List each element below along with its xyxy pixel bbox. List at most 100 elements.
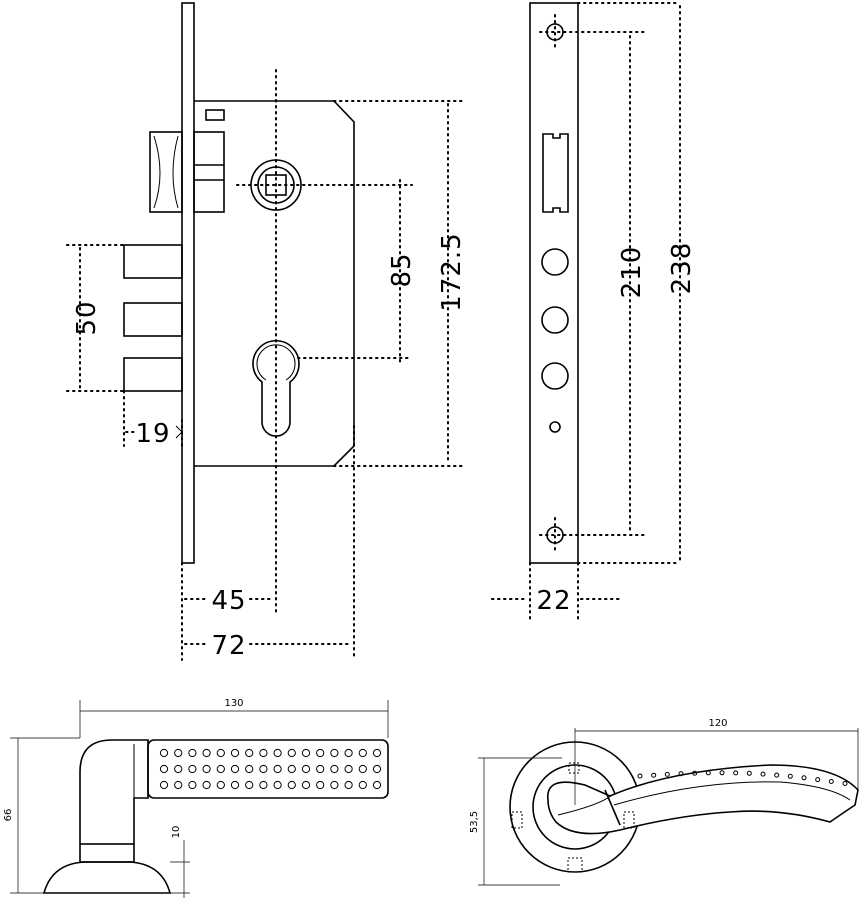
grip-dot [273, 780, 282, 790]
lock-case [194, 100, 355, 467]
grip-dot [188, 780, 197, 790]
grip-dot [273, 764, 282, 774]
grip-dot [344, 748, 353, 758]
grip-dot [372, 748, 382, 758]
grip-dot [230, 764, 240, 774]
lever-dot [692, 770, 698, 776]
dim-keyhole-spacing: 85 [387, 252, 417, 287]
lock-faceplate [181, 2, 195, 564]
dim-bolt-spacing: 50 [72, 300, 102, 335]
grip-dot [202, 764, 211, 774]
grip-dot [188, 748, 197, 758]
dim-body-depth: 72 [211, 631, 246, 661]
small-hole [549, 421, 561, 433]
dim-handle-length-side: 130 [224, 698, 243, 709]
grip-dot [344, 780, 353, 790]
lever-dot [760, 771, 766, 777]
grip-dot [245, 748, 254, 758]
grip-dot [202, 748, 211, 758]
dim-lock-height: 172.5 [437, 232, 467, 311]
lever-dot [733, 770, 739, 776]
grip-dot [245, 780, 254, 790]
lever-dot [787, 773, 793, 779]
dim-screw-spacing: 210 [617, 246, 647, 299]
lever-dot [828, 779, 834, 784]
grip-dot [372, 780, 382, 790]
lever-dot [637, 773, 643, 779]
grip-dot [358, 764, 367, 774]
grip-dot [330, 780, 339, 790]
grip-dot [230, 780, 240, 790]
dim-faceplate-length: 238 [667, 242, 697, 295]
grip-dot [259, 764, 268, 774]
lever-dot-pattern [637, 770, 848, 786]
lever-dot [815, 777, 821, 783]
lever-dot [678, 771, 684, 777]
grip-dot [301, 748, 311, 758]
grip-dot [259, 748, 268, 758]
grip-dot [159, 780, 169, 790]
grip-dot [316, 748, 325, 758]
grip-dot [202, 780, 211, 790]
faceplate-strip [529, 2, 579, 564]
grip-dot [301, 780, 311, 790]
grip-dot-pattern [159, 748, 382, 790]
dim-bolt-projection: 19 [135, 419, 170, 449]
handle-grip [147, 739, 389, 799]
lever-dot [801, 775, 807, 781]
dead-bolt-1 [123, 244, 183, 279]
grip-dot [316, 764, 325, 774]
dim-rosette-diameter: 53,5 [469, 811, 480, 833]
handle-rosette [42, 861, 172, 894]
lever-arm [547, 764, 859, 835]
dim-rosette-thickness: 10 [171, 826, 182, 839]
dim-handle-height: 66 [3, 809, 14, 822]
cylinder-keyhole [252, 340, 300, 437]
bolt-hole-3 [541, 362, 569, 390]
dead-bolt-2 [123, 302, 183, 337]
lever-dot [664, 771, 670, 777]
grip-dot [216, 748, 225, 758]
grip-dot [174, 764, 183, 774]
grip-dot [330, 764, 339, 774]
grip-dot [159, 748, 169, 758]
latch-opening [542, 133, 569, 213]
faceplate-view: 210 238 22 [491, 2, 697, 623]
lever-dot [719, 770, 725, 776]
grip-dot [344, 764, 353, 774]
grip-dot [358, 780, 367, 790]
lever-dot [774, 772, 780, 778]
latch-bolt [149, 131, 225, 213]
grip-dot [245, 764, 254, 774]
dead-bolt-3 [123, 357, 183, 392]
grip-dot [174, 748, 183, 758]
handle-top-view: 120 53,5 [469, 718, 859, 886]
lever-dot [746, 770, 752, 776]
dim-handle-length-top: 120 [708, 718, 727, 729]
grip-dot [330, 748, 339, 758]
grip-dot [159, 764, 169, 774]
lever-dot [651, 772, 657, 778]
grip-dot [230, 748, 240, 758]
grip-dot [216, 780, 225, 790]
grip-dot [301, 764, 311, 774]
handle-side-view: 130 66 10 [3, 698, 389, 898]
lock-body-view: 172.5 85 50 19 45 72 [66, 2, 467, 661]
grip-dot [287, 764, 296, 774]
bolt-hole-2 [541, 306, 569, 334]
grip-dot [188, 764, 197, 774]
grip-dot [287, 748, 296, 758]
dim-faceplate-width: 22 [536, 586, 571, 616]
grip-dot [358, 748, 367, 758]
grip-dot [273, 748, 282, 758]
grip-dot [174, 780, 183, 790]
grip-dot [216, 764, 225, 774]
bolt-hole-1 [541, 248, 569, 276]
lock-slot [205, 109, 225, 121]
lever-dot [705, 770, 711, 776]
lever-dot [842, 781, 848, 786]
grip-dot [372, 764, 382, 774]
dim-backset: 45 [211, 586, 246, 616]
handle-neck [79, 739, 149, 844]
